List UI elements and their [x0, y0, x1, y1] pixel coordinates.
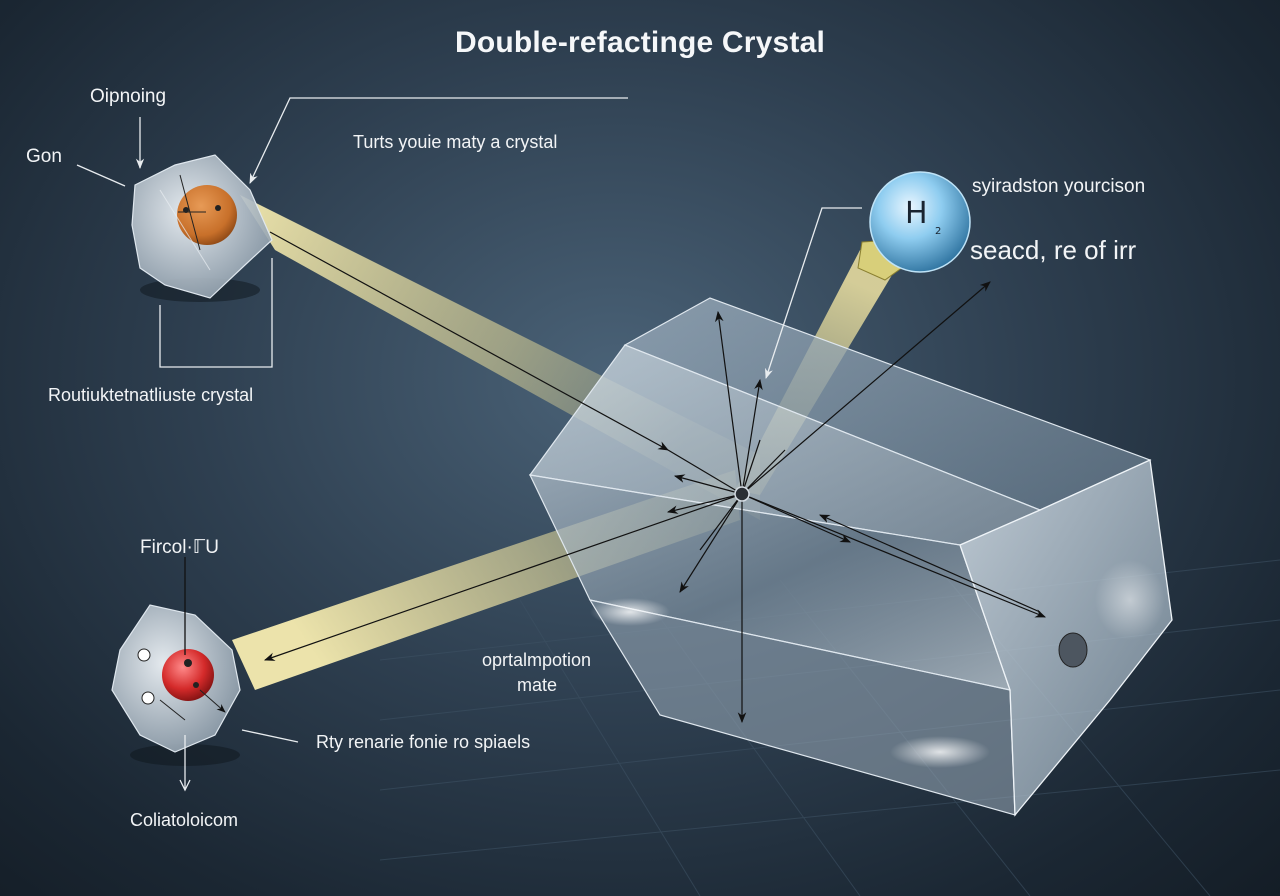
label-oipnoing: Oipnoing	[90, 86, 167, 107]
birefringent-prism	[528, 297, 1173, 817]
lower-crystal	[111, 604, 241, 766]
ray-lines	[263, 231, 1047, 724]
label-oprtalmpotion: oprtalmpotion	[482, 650, 592, 670]
red-core	[162, 649, 214, 701]
label-gon: Gon	[26, 146, 62, 167]
label-rty: Rty renarie fonie ro spiaels	[316, 732, 531, 752]
upper-crystal	[131, 154, 273, 302]
molecule-subscript: 2	[935, 226, 942, 237]
label-syiradston: syiradston yourcison	[972, 176, 1146, 197]
label-turts: Turts youie maty a crystal	[353, 132, 558, 152]
label-fircol: Fircol·ℾU	[140, 537, 219, 558]
label-seacd: seacd, re of irr	[970, 235, 1137, 265]
label-routiuk: Routiuktetnatliuste crystal	[48, 385, 254, 405]
focal-point	[734, 486, 750, 502]
annotation-lines	[76, 97, 862, 792]
diagram-title: Double-refactinge Crystal	[454, 26, 826, 59]
label-coliatoloicom: Coliatoloicom	[130, 810, 239, 830]
exit-aperture	[1058, 632, 1088, 668]
orange-core	[177, 185, 237, 245]
label-mate: mate	[517, 675, 558, 695]
h2-molecule	[857, 171, 971, 281]
molecule-symbol: H	[905, 196, 928, 231]
